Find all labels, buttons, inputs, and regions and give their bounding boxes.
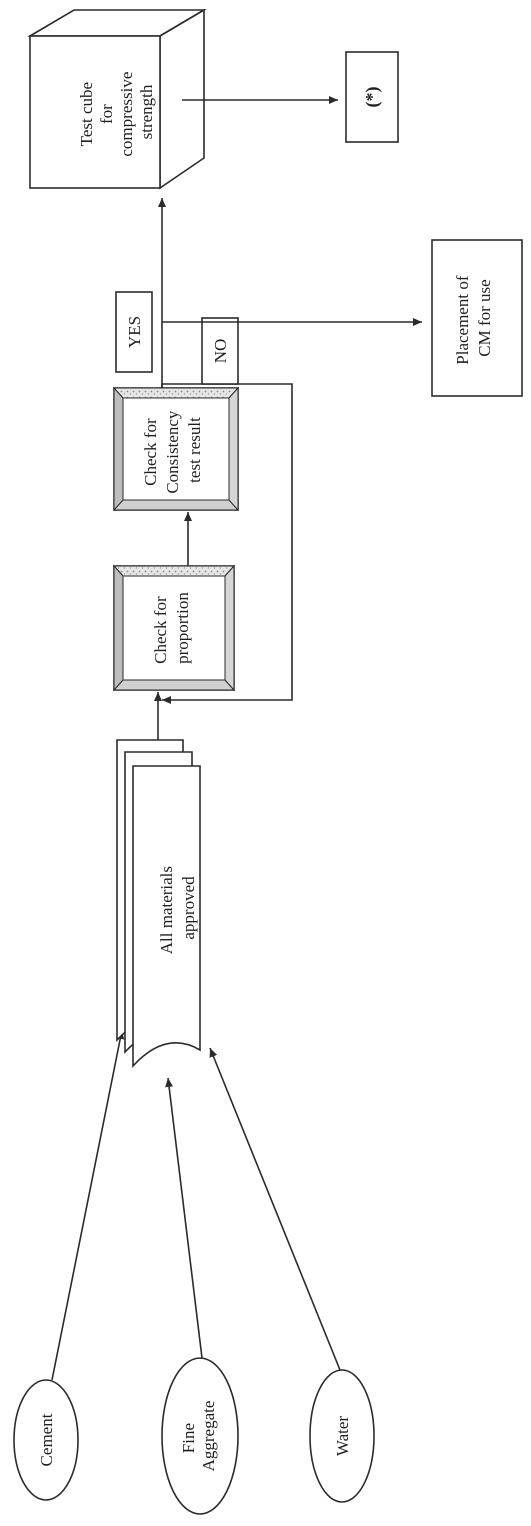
cement-arrow [52,1030,122,1380]
placement-box: Placement of CM for use [432,240,522,396]
materials-label-line1: All materials [157,866,176,954]
check-proportion-label-line2: proportion [173,592,192,664]
result-box: (*) [346,52,398,142]
fine-aggregate-node: Fine Aggregate [162,1358,238,1514]
svg-text:Check for Consistency: Check for Consistency test result [141,406,204,493]
fine-aggregate-label-line1: Fine [179,1423,198,1453]
fine-aggregate-label-line2: Aggregate [199,1401,218,1472]
cement-label: Cement [37,1413,56,1466]
yes-label: YES [125,316,144,348]
yes-label-box: YES [116,292,152,372]
test-cube-label-line2: for [97,104,116,124]
water-arrow [210,1048,340,1370]
result-label: (*) [362,87,383,108]
test-cube-label-line3: compressive [117,72,136,157]
materials-document-stack: All materials approved [117,740,200,1066]
test-cube: Test cube for compressive strength [30,10,204,188]
placement-label-line2: CM for use [475,279,494,356]
check-proportion-label-line1: Check for [151,596,170,664]
check-consistency-box: Check for Consistency test result [114,388,238,510]
check-consistency-label-line3: test result [185,417,204,483]
no-label-box: NO [202,318,238,384]
no-label: NO [211,339,230,364]
water-label: Water [333,1416,352,1456]
water-node: Water [310,1370,374,1502]
test-cube-label-line1: Test cube [77,82,96,146]
materials-label-line2: approved [179,876,198,940]
fine-aggregate-arrow [168,1078,202,1358]
test-cube-label-line4: strength [137,84,156,139]
placement-label-line1: Placement of [453,275,472,365]
cement-node: Cement [14,1380,78,1500]
check-consistency-label-line2: Consistency [163,410,182,494]
check-proportion-box: Check for proportion [114,566,234,690]
check-consistency-label-line1: Check for [141,418,160,486]
